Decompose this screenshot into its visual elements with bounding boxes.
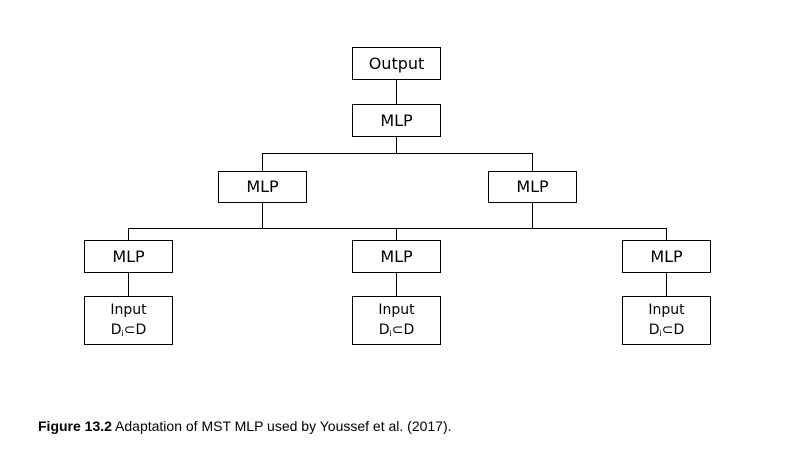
- input-node-left: Input Di⊂D: [84, 296, 173, 345]
- mlp-node-label: MLP: [112, 246, 145, 266]
- input-node-subset: Di⊂D: [648, 321, 685, 338]
- connector-level1-right-drop: [532, 153, 533, 171]
- input-node-subset: Di⊂D: [110, 321, 147, 338]
- input-node-label: Input: [110, 301, 147, 318]
- input-node-subset: Di⊂D: [378, 321, 415, 338]
- connector-level2-left-drop: [128, 228, 129, 240]
- connector-output-mlp: [396, 79, 397, 104]
- figure-caption-text: Adaptation of MST MLP used by Youssef et…: [115, 418, 452, 434]
- connector-right-input: [666, 272, 667, 296]
- mlp-node-label: MLP: [246, 177, 279, 197]
- mlp-node-root: MLP: [352, 104, 441, 137]
- connector-level2-bar: [128, 228, 667, 229]
- mlp-node-level2-right: MLP: [622, 240, 711, 273]
- input-node-center: Input Di⊂D: [352, 296, 441, 345]
- input-node-right: Input Di⊂D: [622, 296, 711, 345]
- connector-right-mlp-down: [532, 202, 533, 229]
- input-node-label: Input: [378, 301, 415, 318]
- figure-label: Figure 13.2: [38, 418, 112, 434]
- connector-level2-right-drop: [666, 228, 667, 240]
- mlp-node-label: MLP: [516, 177, 549, 197]
- connector-left-input: [128, 272, 129, 296]
- mlp-node-label: MLP: [380, 110, 413, 130]
- mlp-node-label: MLP: [380, 246, 413, 266]
- mlp-node-level1-left: MLP: [218, 171, 307, 203]
- connector-level1-bar: [262, 153, 533, 154]
- input-node-label: Input: [648, 301, 685, 318]
- connector-level2-center-drop: [396, 228, 397, 240]
- connector-level1-left-drop: [262, 153, 263, 171]
- mlp-node-level1-right: MLP: [488, 171, 577, 203]
- mlp-node-label: MLP: [650, 246, 683, 266]
- mlp-node-level2-left: MLP: [84, 240, 173, 273]
- figure-caption: Figure 13.2 Adaptation of MST MLP used b…: [38, 418, 452, 434]
- output-node: Output: [352, 47, 441, 80]
- connector-top-mlp-down: [396, 136, 397, 153]
- connector-center-input: [396, 272, 397, 296]
- mlp-node-level2-center: MLP: [352, 240, 441, 273]
- connector-left-mlp-down: [262, 202, 263, 229]
- output-node-label: Output: [368, 53, 425, 73]
